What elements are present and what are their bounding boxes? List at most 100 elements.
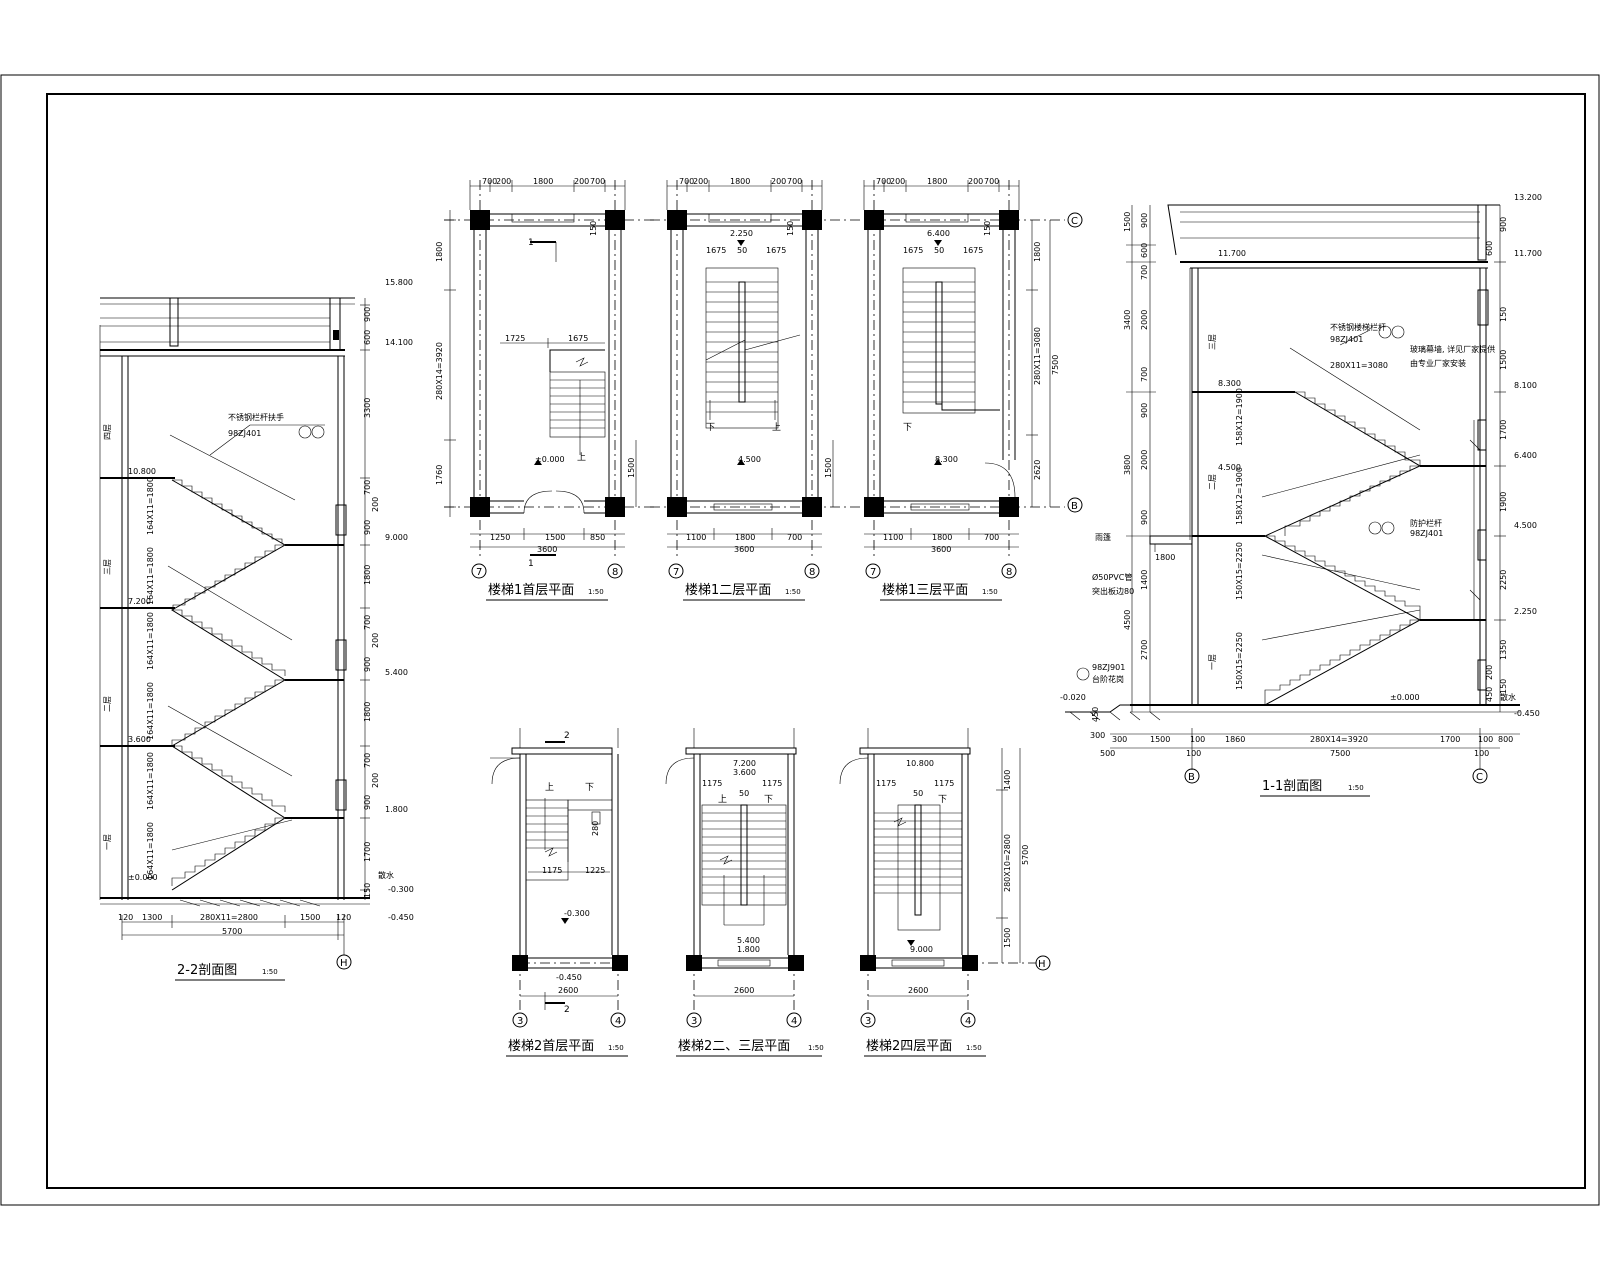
dim-b: 280X14=3920	[1310, 735, 1368, 744]
water-label: 散水	[378, 870, 394, 880]
canopy-label: 雨篷	[1095, 532, 1111, 542]
dim-1725: 1725	[505, 334, 525, 343]
stair1-floor3-title: 楼梯1三层平面	[882, 583, 968, 598]
dim-t: 200	[890, 177, 905, 186]
scale-label: 1:50	[588, 588, 604, 596]
elev-label: 8.300	[935, 455, 958, 464]
dim-v: 900	[1140, 510, 1149, 525]
dim-v: 3300	[363, 398, 372, 418]
dim-total: 5700	[222, 927, 242, 936]
stair2-floor23-plan	[665, 728, 804, 1028]
axis-8: 8	[809, 567, 815, 578]
dim-v: 200	[371, 633, 380, 648]
axis-b: B	[1071, 501, 1078, 512]
axis-8: 8	[1006, 567, 1012, 578]
dim-v: 150	[363, 883, 372, 898]
floor-label: 一层	[1208, 654, 1217, 670]
elev-label: 4.500	[1514, 521, 1537, 530]
dim-v: 280X10=2800	[1003, 834, 1012, 892]
axis-8: 8	[612, 567, 618, 578]
elev-label: 8.300	[1218, 379, 1241, 388]
stair1-floor2-plan	[650, 180, 850, 579]
elev-label: 10.800	[906, 759, 934, 768]
flight-label: 164X11=1800	[146, 752, 155, 810]
axis-4: 4	[965, 1016, 971, 1027]
stair1-floor1-title: 楼梯1首层平面	[488, 583, 574, 598]
section-2-2	[99, 297, 370, 970]
section-2-2-title: 2-2剖面图	[177, 963, 237, 978]
dim-b: 1250	[490, 533, 510, 542]
dim-total: 2600	[734, 986, 754, 995]
elev-9000: 9.000	[385, 533, 408, 542]
dim-v: 1760	[435, 465, 444, 485]
dim-1675: 1675	[903, 246, 923, 255]
dim-total: 3600	[734, 545, 754, 554]
dim-v: 200	[371, 497, 380, 512]
rail-code: 98ZJ401	[1330, 335, 1363, 344]
dim-1175: 1175	[542, 866, 562, 875]
rail-note: 不锈钢楼梯栏杆	[1330, 322, 1386, 332]
elev-label: 4.500	[738, 455, 761, 464]
inner-frame	[46, 93, 1586, 1189]
dim-t: 700	[984, 177, 999, 186]
dim-1175: 1175	[702, 779, 722, 788]
scale-label: 1:50	[785, 588, 801, 596]
elev-10800: 10.800	[128, 467, 156, 476]
dim-1675: 1675	[766, 246, 786, 255]
outer-border	[0, 74, 1600, 1206]
dim-280: 280	[591, 821, 600, 836]
dim-v: 1500	[1003, 928, 1012, 948]
dim-b: 1860	[1225, 735, 1245, 744]
axis-b: B	[1188, 772, 1195, 783]
dim-b: 1500	[1150, 735, 1170, 744]
rail2-note: 防护栏杆	[1410, 518, 1442, 528]
dim-t: 1800	[730, 177, 750, 186]
rail-code: 98ZJ401	[228, 429, 261, 438]
dim-1175: 1175	[934, 779, 954, 788]
elev-label: -0.450	[1514, 709, 1540, 718]
dim-t: 700	[482, 177, 497, 186]
axis-3: 3	[517, 1016, 523, 1027]
canopy-dim: 1800	[1155, 553, 1175, 562]
elev-14100: 14.100	[385, 338, 413, 347]
glass-note-2: 由专业厂家安装	[1410, 358, 1466, 368]
dim-v: 1700	[1499, 420, 1508, 440]
elev-0000: ±0.000	[128, 873, 158, 882]
dim-v: 900	[1140, 213, 1149, 228]
dim-v: 2700	[1140, 640, 1149, 660]
dim-v: 600	[1485, 241, 1494, 256]
water-label: 散水	[1500, 692, 1516, 702]
dim-1675: 1675	[568, 334, 588, 343]
dim-b: 850	[590, 533, 605, 542]
elev-m0450: -0.450	[388, 913, 414, 922]
dim-v: 1500	[1123, 212, 1132, 232]
floor-label: 二层	[1208, 474, 1217, 490]
stair1-labels: 700 200 1800 200 700 150 1 1 1725 1675 1…	[435, 177, 1078, 601]
dim-b: 100	[1190, 735, 1205, 744]
dim-v: 2000	[1140, 310, 1149, 330]
dim-b: 1100	[686, 533, 706, 542]
up-label: 上	[577, 452, 586, 463]
dim-v: 1400	[1003, 770, 1012, 790]
elev-label: 11.700	[1218, 249, 1246, 258]
dim-t: 200	[693, 177, 708, 186]
axis-h-label: H	[340, 958, 348, 969]
dim-v: 280X14=3920	[435, 342, 444, 400]
elev-1800: 1.800	[385, 805, 408, 814]
down-label: 下	[706, 423, 715, 433]
elev-label: 2.250	[1514, 607, 1537, 616]
axis-3: 3	[865, 1016, 871, 1027]
elev-label: 2.250	[730, 229, 753, 238]
axis-h: H	[1038, 959, 1046, 970]
elev-label: 3.600	[733, 768, 756, 777]
dim-v: 900	[363, 520, 372, 535]
dim-b: 1100	[883, 533, 903, 542]
dim-v: 1900	[1499, 492, 1508, 512]
flight-label: 280X11=3080	[1330, 361, 1388, 370]
dim-v: 1500	[627, 458, 636, 478]
axis-4: 4	[615, 1016, 621, 1027]
dim-total: 2600	[558, 986, 578, 995]
elev-label: -0.300	[564, 909, 590, 918]
axis-c: C	[1071, 216, 1078, 227]
